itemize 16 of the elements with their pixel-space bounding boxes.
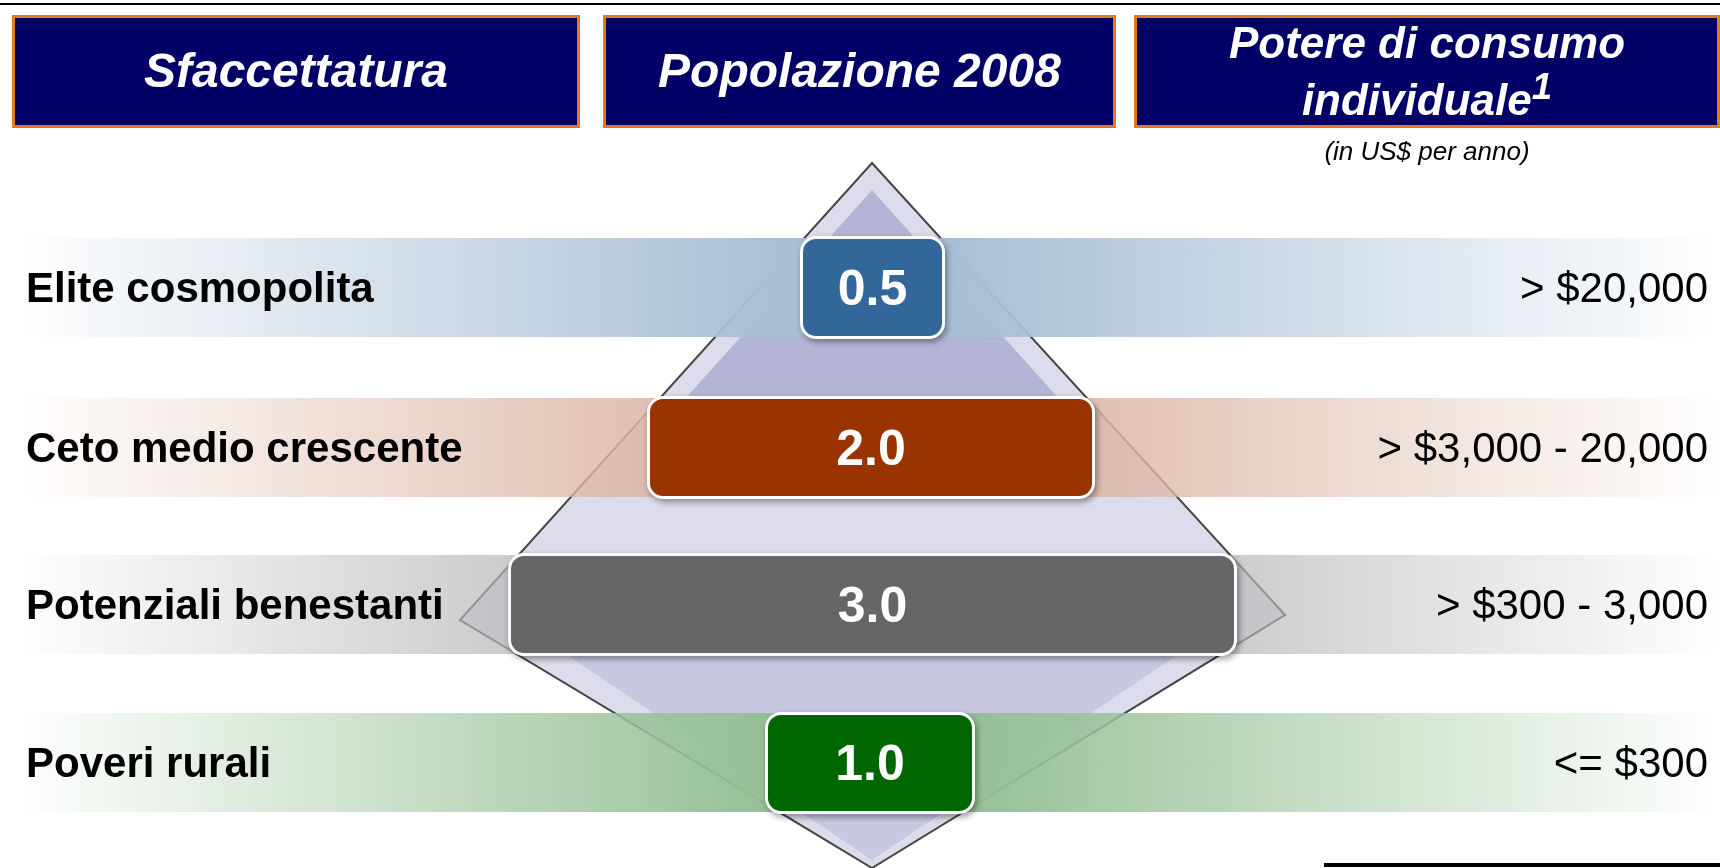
population-value: 3.0 xyxy=(508,553,1237,656)
segment-label: Elite cosmopolita xyxy=(26,263,374,312)
spending-range: > $300 - 3,000 xyxy=(1435,580,1708,629)
spending-range: > $3,000 - 20,000 xyxy=(1377,423,1708,472)
segment-label: Ceto medio crescente xyxy=(26,423,463,472)
population-value: 2.0 xyxy=(647,396,1095,499)
column-header: Potere di consumo individuale$^{1}$ xyxy=(1134,15,1720,128)
column-header: Popolazione 2008 xyxy=(603,15,1116,128)
segment-label: Poveri rurali xyxy=(26,738,272,787)
population-value: 0.5 xyxy=(800,236,945,339)
column-header: Sfaccettatura xyxy=(12,15,580,128)
spending-range: > $20,000 xyxy=(1520,263,1708,312)
segment-label: Potenziali benestanti xyxy=(26,580,444,629)
population-value: 1.0 xyxy=(765,711,975,814)
unit-note: (in US$ per anno) xyxy=(1323,136,1531,167)
spending-range: <= $300 xyxy=(1553,738,1708,787)
